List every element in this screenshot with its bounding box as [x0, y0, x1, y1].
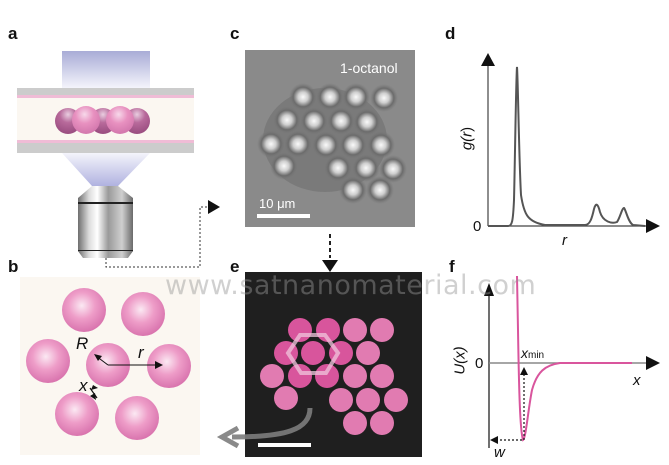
- arrow-to-e-icon: [322, 260, 338, 272]
- sphere: [62, 288, 106, 332]
- f-x-label: x: [633, 372, 641, 389]
- xmin-x: x: [521, 345, 528, 361]
- label-R: R: [76, 334, 89, 353]
- panel-label-e: e: [230, 257, 240, 276]
- panel-label-a: a: [8, 24, 18, 43]
- arrow-to-c-icon: [208, 200, 220, 214]
- hexagon-highlight: [285, 333, 341, 375]
- d-y-label-r: r: [458, 131, 476, 137]
- scale-bar: [257, 214, 310, 218]
- panel-a-illustration: [17, 51, 220, 268]
- xmin-sub: min: [528, 350, 545, 361]
- scale-bar-e: [258, 443, 311, 447]
- scale-bar-label: 10 μm: [259, 196, 296, 211]
- panel-label-d: d: [445, 24, 456, 43]
- d-y-label-close: ): [458, 126, 476, 132]
- label-r: r: [138, 343, 144, 362]
- panel-f-chart: [484, 275, 660, 448]
- watermark: www.satnanomaterial.com: [165, 270, 537, 301]
- f-y-label: U(x): [451, 346, 469, 375]
- light-beam: [62, 51, 150, 88]
- panel-c-micrograph: [245, 50, 415, 272]
- d-zero-label: 0: [473, 218, 482, 235]
- panel-label-b: b: [8, 257, 19, 276]
- connector-a-to-c: [105, 206, 208, 268]
- xmin-label: xmin: [521, 345, 544, 361]
- d-x-label: r: [562, 232, 567, 249]
- panel-label-f: f: [449, 257, 455, 276]
- panel-label-c: c: [230, 24, 240, 43]
- light-cone: [62, 153, 150, 186]
- potential-curve: [516, 275, 632, 442]
- d-y-label: g(r): [459, 119, 476, 159]
- sphere-front: [72, 106, 100, 134]
- x-axis-arrow-icon: [646, 356, 660, 370]
- microscope-objective-icon: [78, 186, 133, 258]
- top-plate: [17, 88, 194, 96]
- label-x: x: [79, 376, 88, 395]
- medium-label: 1-octanol: [340, 60, 398, 76]
- gr-curve: [488, 66, 646, 227]
- return-arrow-head-icon: [216, 425, 240, 449]
- y-axis-arrow-icon: [484, 283, 494, 296]
- panel-b-illustration: [20, 277, 200, 455]
- panel-e-reconstruction: [216, 272, 422, 457]
- y-axis-arrow-icon: [481, 53, 495, 66]
- f-zero-label: 0: [475, 355, 484, 372]
- tracked-particles: [260, 318, 408, 435]
- x-axis-arrow-icon: [646, 219, 660, 233]
- panel-d-chart: [481, 53, 660, 233]
- particle-blobs: [257, 83, 407, 204]
- d-y-label-g: g(: [458, 136, 476, 151]
- w-label: w: [494, 444, 505, 461]
- return-arrow: [231, 407, 313, 440]
- bottom-plate: [17, 143, 194, 153]
